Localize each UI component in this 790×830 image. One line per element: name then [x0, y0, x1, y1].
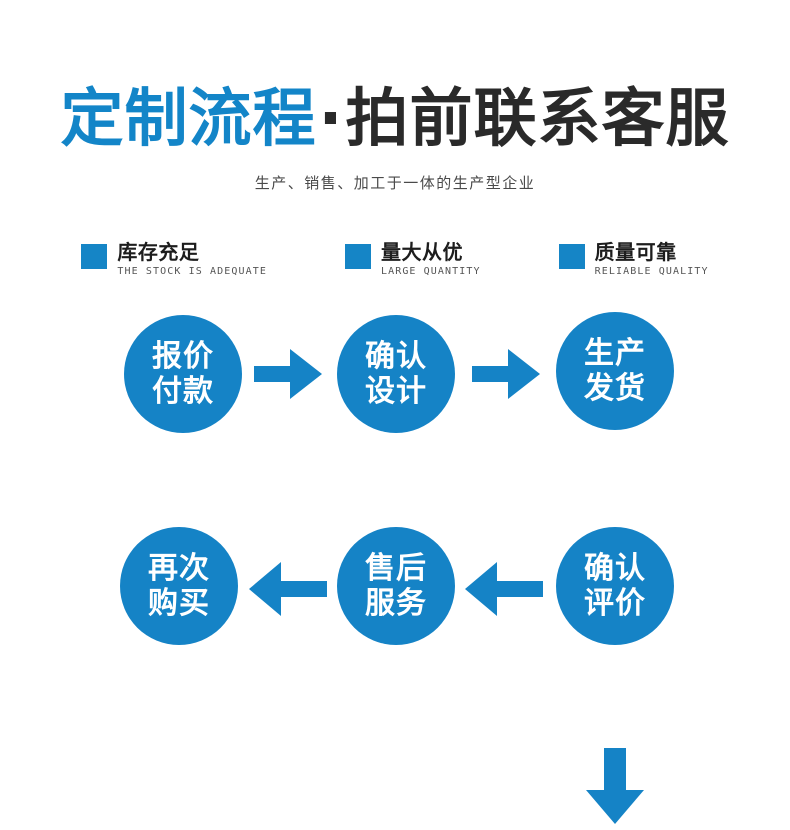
flow-step-line2: 购买 [148, 586, 210, 621]
flow-step-line2: 设计 [365, 374, 427, 409]
feature-badge-stock: 库存充足 THE STOCK IS ADEQUATE [81, 242, 267, 277]
feature-badge-quantity: 量大从优 LARGE QUANTITY [344, 242, 481, 277]
flow-step-line1: 确认 [365, 338, 427, 374]
feature-badge-title: 量大从优 [380, 240, 463, 264]
square-marker-icon [344, 244, 371, 269]
arrow-right-icon [472, 345, 542, 407]
arrow-down-icon [580, 748, 650, 830]
custom-process-infographic: 定制流程·拍前联系客服 生产、销售、加工于一体的生产型企业 库存充足 THE S… [0, 85, 790, 824]
page-title-blue: 定制流程 [60, 82, 317, 155]
page-title: 定制流程·拍前联系客服 [0, 85, 790, 152]
flow-step-confirm-design: 确认 设计 [337, 315, 455, 433]
square-marker-icon [81, 244, 108, 269]
flow-step-line2: 发货 [584, 371, 646, 406]
feature-badge-texts: 量大从优 LARGE QUANTITY [381, 242, 481, 277]
feature-badge-texts: 质量可靠 RELIABLE QUALITY [595, 242, 709, 277]
flow-step-line2: 服务 [365, 586, 427, 621]
process-flow-diagram: 报价 付款 确认 设计 生产 发货 [0, 300, 790, 824]
page-title-separator: · [318, 82, 344, 155]
flow-step-line2: 评价 [584, 586, 646, 621]
page-title-dark: 拍前联系客服 [345, 82, 730, 155]
flow-step-after-sales-service: 售后 服务 [337, 527, 455, 645]
flow-step-line2: 付款 [152, 374, 214, 409]
feature-badge-subtitle: RELIABLE QUALITY [594, 266, 709, 277]
feature-badge-list: 库存充足 THE STOCK IS ADEQUATE 量大从优 LARGE QU… [0, 242, 790, 277]
feature-badge-texts: 库存充足 THE STOCK IS ADEQUATE [117, 242, 267, 277]
flow-step-line1: 确认 [584, 550, 646, 586]
arrow-left-icon [247, 558, 329, 624]
feature-badge-subtitle: LARGE QUANTITY [380, 266, 481, 277]
flow-step-production-shipping: 生产 发货 [556, 312, 674, 430]
feature-badge-subtitle: THE STOCK IS ADEQUATE [117, 266, 267, 277]
arrow-right-icon [254, 345, 324, 407]
header: 定制流程·拍前联系客服 生产、销售、加工于一体的生产型企业 [0, 85, 790, 193]
flow-step-line1: 再次 [148, 550, 210, 586]
feature-badge-quality: 质量可靠 RELIABLE QUALITY [558, 242, 709, 277]
square-marker-icon [558, 244, 585, 269]
feature-badge-title: 库存充足 [117, 240, 200, 264]
flow-step-quote-payment: 报价 付款 [124, 315, 242, 433]
feature-badge-title: 质量可靠 [594, 240, 677, 264]
flow-step-line1: 生产 [584, 335, 646, 371]
flow-step-line1: 售后 [365, 550, 427, 586]
flow-step-repeat-purchase: 再次 购买 [120, 527, 238, 645]
flow-step-line1: 报价 [152, 338, 214, 374]
flow-step-confirm-review: 确认 评价 [556, 527, 674, 645]
arrow-left-icon [463, 558, 545, 624]
page-subtitle: 生产、销售、加工于一体的生产型企业 [254, 174, 536, 193]
